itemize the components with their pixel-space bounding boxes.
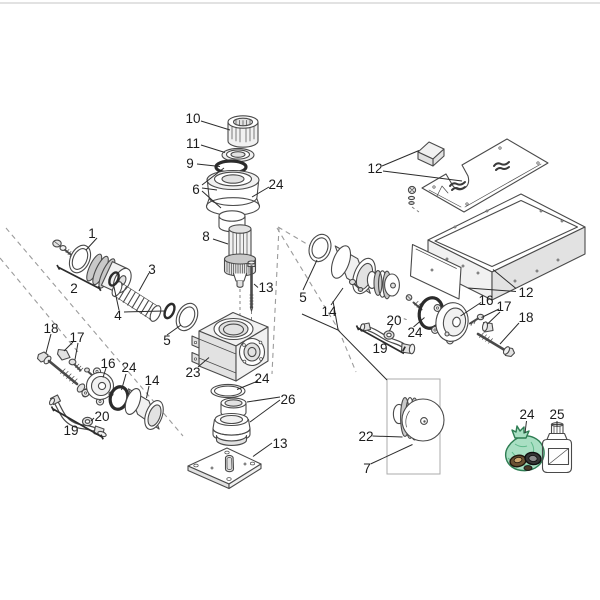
callout-right-plug-screws: 17 — [496, 299, 511, 314]
callout-right-long-bolt: 18 — [518, 310, 533, 325]
callout-labels: 1 2 3 4 5 6 7 8 9 10 11 12 12 13 13 14 1… — [43, 111, 564, 476]
callout-left-hose-nut: 20 — [94, 409, 109, 424]
part-pump-body — [191, 311, 269, 382]
callout-needle-bearing: 10 — [185, 111, 200, 126]
callout-right-oring: 24 — [407, 325, 423, 340]
part-shaft-bolt — [247, 260, 256, 312]
callout-oil-bottle: 25 — [549, 407, 564, 422]
part-mid-screw — [348, 278, 364, 292]
part-enclosure-box — [409, 193, 586, 301]
brand-mark-right — [493, 161, 510, 171]
callout-drive-shaft: 8 — [202, 229, 210, 244]
part-left-large-ring — [175, 302, 199, 332]
callout-pulley: 22 — [358, 429, 373, 444]
callout-left-small-orings: 4 — [114, 308, 122, 323]
bracket-left-hose-group — [50, 406, 104, 440]
callout-oil-seal: 11 — [186, 136, 200, 151]
part-left-small-orings — [108, 271, 176, 320]
callout-stack-oring: 9 — [186, 156, 194, 171]
part-mid-cup — [330, 245, 376, 295]
part-left-cup — [124, 388, 164, 430]
callout-right-hose-group: 19 — [372, 341, 387, 356]
part-seal-kit-bag — [504, 425, 545, 472]
part-left-seal — [68, 244, 92, 274]
part-right-hose — [359, 322, 416, 355]
part-needle-bearing — [227, 115, 259, 148]
callout-mid-ring: 5 — [299, 290, 307, 305]
brand-mark-left — [449, 181, 466, 191]
callout-enclosure-box: 12 — [518, 285, 533, 300]
callout-left-long-bolt: 18 — [43, 321, 58, 336]
callout-right-end-cover: 16 — [478, 293, 493, 308]
part-right-long-bolt — [476, 332, 516, 358]
leader-lines — [45, 120, 558, 465]
part-left-screw — [52, 239, 74, 257]
callout-top-stack-oring: 24 — [268, 177, 284, 192]
callout-left-piston-group: 2 — [70, 281, 78, 296]
part-mid-pulley — [366, 270, 400, 300]
dashed-guide-lines — [0, 206, 456, 437]
callout-shaft-bolt: 13 — [258, 280, 273, 295]
part-right-plug-screws — [469, 313, 494, 333]
part-mid-ring — [308, 233, 332, 263]
callout-center-gasket: 24 — [254, 371, 270, 386]
part-valve-stack — [212, 397, 251, 446]
part-left-spring — [111, 281, 162, 322]
callout-left-seal: 1 — [88, 226, 96, 241]
callout-left-end-cover: 16 — [100, 356, 115, 371]
part-cover-screw — [407, 185, 417, 206]
callout-pulley-assembly: 7 — [363, 461, 371, 476]
callout-left-plug-screws: 17 — [69, 330, 84, 345]
callout-bushing-stack: 6 — [192, 182, 200, 197]
callout-mid-cup: 14 — [321, 304, 337, 319]
callout-left-large-ring: 5 — [163, 333, 171, 348]
part-pulley-assembly — [386, 378, 445, 475]
part-left-piston — [86, 253, 132, 294]
part-bushing-stack — [205, 169, 261, 233]
part-cover-clip — [417, 141, 445, 167]
callout-seal-kit-bag: 24 — [519, 407, 535, 422]
callout-top-cover: 12 — [367, 161, 382, 176]
part-oil-bottle — [541, 422, 573, 474]
callout-left-oring: 24 — [121, 360, 137, 375]
part-base-plate — [187, 447, 262, 490]
bracket-left-piston-group — [56, 264, 102, 292]
part-drive-shaft — [223, 224, 257, 288]
callout-right-hose-nut: 20 — [386, 313, 401, 328]
callout-pump-body: 23 — [185, 365, 200, 380]
part-left-plug-screws — [56, 348, 93, 376]
part-center-gasket — [210, 383, 246, 399]
callout-valve-stack: 26 — [280, 392, 295, 407]
callout-base-plate: 13 — [272, 436, 287, 451]
part-right-end-cover — [431, 302, 469, 345]
callout-left-spring: 3 — [148, 262, 156, 277]
callout-left-cup: 14 — [144, 373, 160, 388]
bracket-right-hose-group — [355, 325, 406, 355]
callout-left-hose-group: 19 — [63, 423, 78, 438]
part-top-cover — [421, 138, 549, 213]
